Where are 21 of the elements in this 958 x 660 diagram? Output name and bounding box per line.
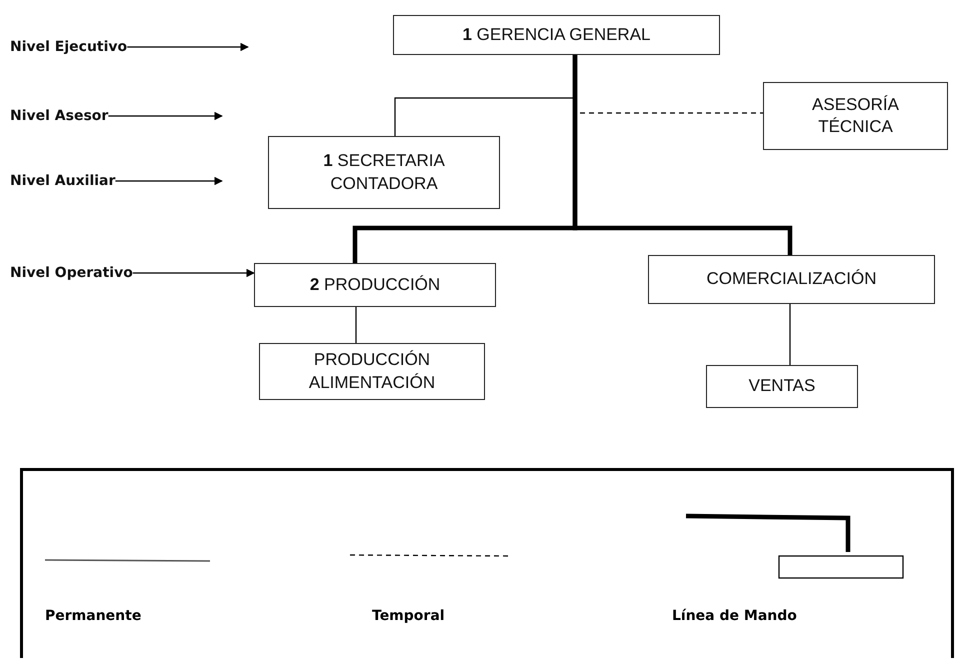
org-unit-box: PRODUCCIÓN ALIMENTACIÓN — [259, 343, 485, 400]
org-unit-box: COMERCIALIZACIÓN — [648, 255, 935, 304]
legend-label: Permanente — [45, 608, 142, 624]
arrow — [132, 268, 255, 278]
arrow — [108, 112, 223, 120]
arrow — [127, 42, 249, 52]
org-unit-box: 1 SECRETARIA CONTADORA — [268, 136, 500, 209]
org-unit-box: VENTAS — [706, 365, 858, 408]
org-unit-box: 1 GERENCIA GENERAL — [393, 15, 720, 55]
level-label: Nivel Asesor — [10, 105, 108, 127]
level-label: Nivel Ejecutivo — [10, 36, 128, 58]
connector-line — [789, 304, 791, 365]
arrow — [115, 176, 223, 186]
org-unit-box: ASESORÍA TÉCNICA — [763, 82, 948, 150]
connector-line — [572, 55, 792, 255]
legend-label: Línea de Mando — [672, 608, 797, 624]
org-unit-box: 2 PRODUCCIÓN — [254, 263, 496, 307]
connector-line — [355, 307, 357, 343]
level-label: Nivel Auxiliar — [10, 170, 116, 192]
level-label: Nivel Operativo — [10, 262, 133, 284]
legend-label: Temporal — [372, 608, 445, 624]
